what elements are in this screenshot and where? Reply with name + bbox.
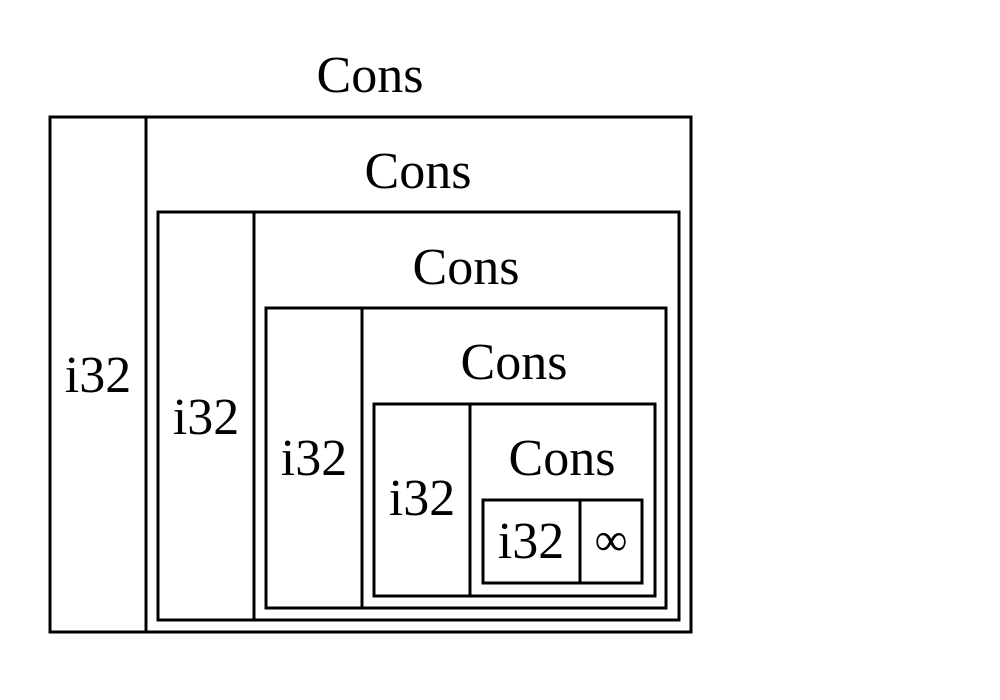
cons-box-4 bbox=[372, 402, 657, 598]
cons-label-2: Cons bbox=[365, 143, 472, 200]
cons-level-5: Cons i32 ∞ bbox=[481, 430, 644, 585]
infinity-label: ∞ bbox=[595, 514, 628, 565]
cons-level-2: Cons i32 bbox=[156, 143, 681, 622]
cons-box-3 bbox=[264, 306, 668, 610]
cons-level-3: Cons i32 bbox=[264, 239, 668, 610]
cons-box-2 bbox=[156, 210, 681, 622]
cons-label-4: Cons bbox=[461, 334, 568, 391]
cons-level-1: Cons i32 bbox=[48, 47, 693, 634]
cons-level-4: Cons i32 bbox=[372, 334, 657, 598]
cons-box-1 bbox=[48, 115, 693, 634]
i32-label-2: i32 bbox=[173, 389, 239, 446]
cons-label-3: Cons bbox=[413, 239, 520, 296]
cons-label-5: Cons bbox=[509, 430, 616, 487]
cons-box-5 bbox=[481, 498, 644, 585]
i32-label-3: i32 bbox=[281, 430, 347, 487]
i32-label-1: i32 bbox=[65, 347, 131, 404]
i32-label-5: i32 bbox=[498, 513, 564, 570]
i32-label-4: i32 bbox=[389, 470, 455, 527]
cons-label-1: Cons bbox=[317, 47, 424, 104]
